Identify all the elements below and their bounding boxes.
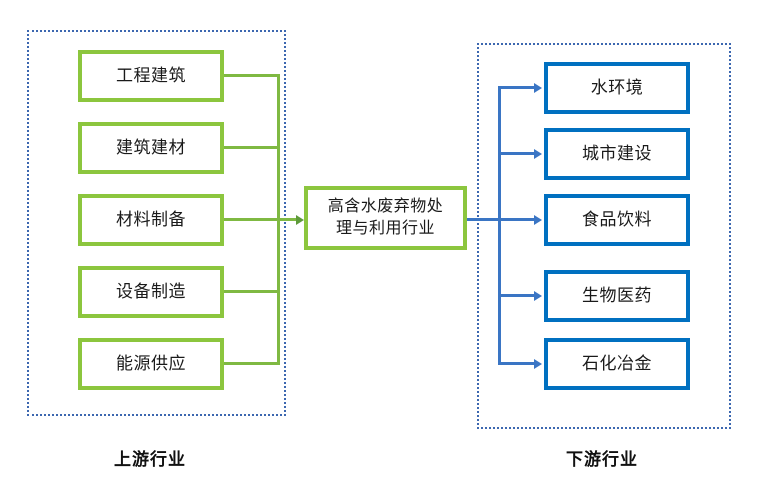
upstream-stub-5 bbox=[224, 362, 280, 365]
center-to-downstream-line bbox=[467, 218, 501, 221]
downstream-arrowhead-4 bbox=[534, 290, 542, 301]
downstream-stub-1 bbox=[498, 86, 536, 89]
upstream-stub-1 bbox=[224, 74, 280, 77]
downstream-stub-4 bbox=[498, 294, 536, 297]
downstream-arrowhead-3 bbox=[534, 214, 542, 225]
upstream-node-5[interactable]: 能源供应 bbox=[78, 338, 224, 390]
downstream-arrowhead-5 bbox=[534, 358, 542, 369]
upstream-node-5-label: 能源供应 bbox=[116, 354, 186, 374]
upstream-stub-4 bbox=[224, 290, 280, 293]
downstream-node-4[interactable]: 生物医药 bbox=[544, 270, 690, 322]
upstream-node-3[interactable]: 材料制备 bbox=[78, 194, 224, 246]
downstream-node-2[interactable]: 城市建设 bbox=[544, 128, 690, 180]
upstream-node-2-label: 建筑建材 bbox=[116, 138, 186, 158]
upstream-node-1-label: 工程建筑 bbox=[116, 66, 186, 86]
downstream-stub-2 bbox=[498, 152, 536, 155]
center-industry-label-line1: 高含水废弃物处 bbox=[327, 198, 444, 216]
center-industry-label-line2: 理与利用行业 bbox=[335, 220, 435, 237]
upstream-stub-2 bbox=[224, 146, 280, 149]
downstream-node-1[interactable]: 水环境 bbox=[544, 62, 690, 114]
downstream-group-frame bbox=[477, 43, 731, 429]
upstream-node-1[interactable]: 工程建筑 bbox=[78, 50, 224, 102]
downstream-arrowhead-2 bbox=[534, 148, 542, 159]
downstream-arrowhead-1 bbox=[534, 82, 542, 93]
upstream-to-center-line bbox=[277, 218, 300, 221]
downstream-trunk bbox=[498, 86, 501, 362]
upstream-group-frame bbox=[27, 30, 286, 416]
upstream-node-4[interactable]: 设备制造 bbox=[78, 266, 224, 318]
upstream-node-3-label: 材料制备 bbox=[116, 210, 186, 230]
downstream-node-5[interactable]: 石化冶金 bbox=[544, 338, 690, 390]
downstream-node-4-label: 生物医药 bbox=[582, 286, 652, 306]
downstream-node-1-label: 水环境 bbox=[590, 78, 644, 98]
downstream-stub-3 bbox=[498, 218, 536, 221]
upstream-caption: 上游行业 bbox=[114, 450, 186, 469]
downstream-node-3-label: 食品饮料 bbox=[582, 210, 652, 230]
downstream-node-2-label: 城市建设 bbox=[582, 144, 652, 164]
downstream-node-5-label: 石化冶金 bbox=[582, 354, 652, 374]
downstream-stub-5 bbox=[498, 362, 536, 365]
downstream-node-3[interactable]: 食品饮料 bbox=[544, 194, 690, 246]
upstream-node-2[interactable]: 建筑建材 bbox=[78, 122, 224, 174]
upstream-to-center-arrowhead bbox=[296, 214, 304, 225]
upstream-node-4-label: 设备制造 bbox=[116, 282, 186, 302]
center-industry-node[interactable]: 高含水废弃物处 理与利用行业 bbox=[304, 186, 467, 250]
upstream-stub-3 bbox=[224, 218, 280, 221]
downstream-caption: 下游行业 bbox=[566, 450, 638, 469]
